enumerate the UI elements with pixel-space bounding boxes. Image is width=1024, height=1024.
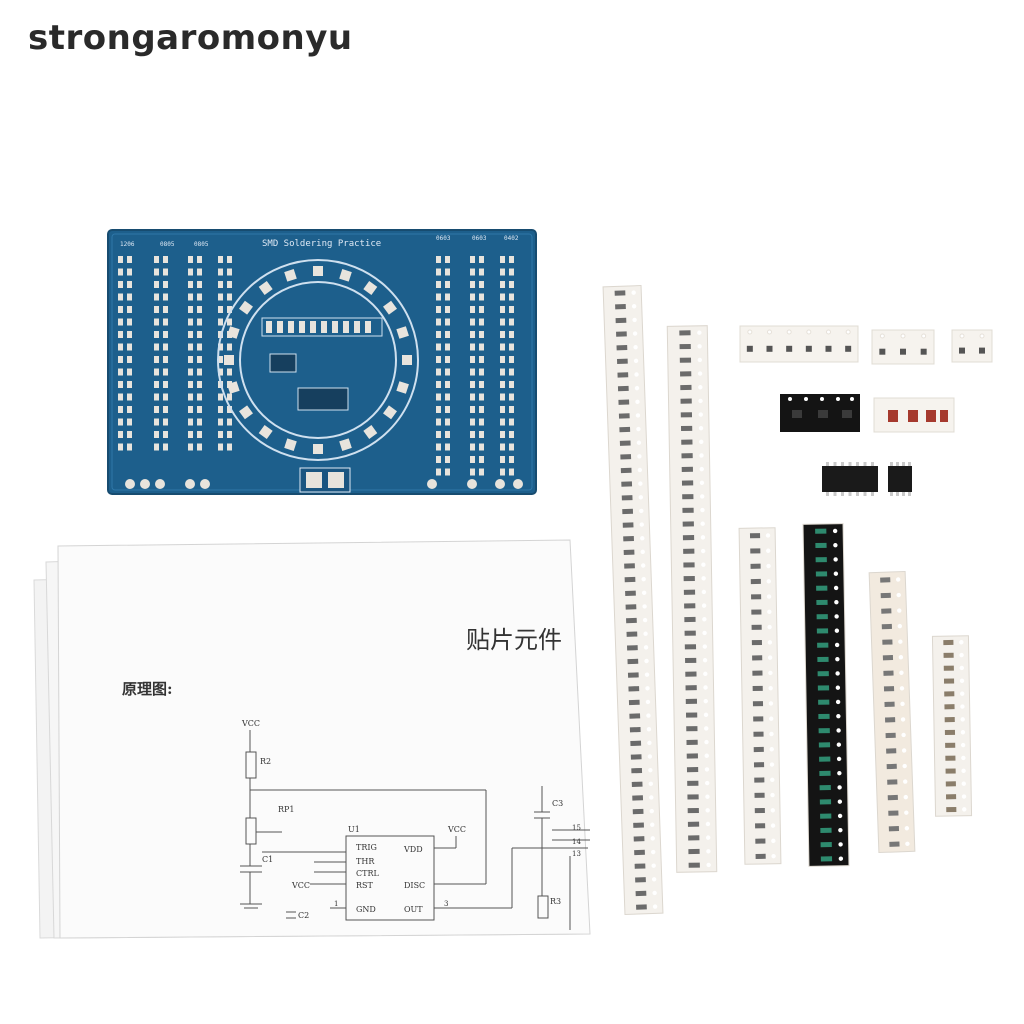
svg-text:OUT: OUT xyxy=(404,905,423,914)
pcb-bottom-pads xyxy=(125,479,523,489)
svg-text:VCC: VCC xyxy=(291,881,310,890)
svg-text:R3: R3 xyxy=(550,897,561,906)
pcb-board: SMD Soldering Practice 1206 0805 0805 06… xyxy=(107,229,537,495)
svg-text:C3: C3 xyxy=(552,799,563,808)
svg-text:14: 14 xyxy=(572,838,581,846)
svg-text:VCC: VCC xyxy=(241,719,260,728)
schematic-labels: VCC R2 RP1 C1 U1 VCC C3 C2 R3 VCC TRIG T… xyxy=(241,719,581,920)
svg-text:TRIG: TRIG xyxy=(356,843,377,852)
svg-text:1: 1 xyxy=(334,900,338,908)
svg-text:0603: 0603 xyxy=(436,235,451,242)
transistor-strip xyxy=(780,394,860,432)
svg-text:RST: RST xyxy=(356,881,374,890)
component-tapes xyxy=(602,285,993,915)
battery-connector xyxy=(299,467,351,493)
svg-text:15: 15 xyxy=(572,824,581,832)
svg-text:0805: 0805 xyxy=(194,241,209,248)
schematic-label: 原理图: xyxy=(122,680,173,698)
sheet-heading: 贴片元件 xyxy=(466,626,562,654)
svg-text:U1: U1 xyxy=(348,825,360,834)
svg-text:0603: 0603 xyxy=(472,235,487,242)
watermark-text: strongaromonyu xyxy=(28,18,353,58)
soic14-chip xyxy=(822,462,878,496)
instruction-sheets: 贴片元件 原理图: xyxy=(33,539,591,939)
svg-text:C2: C2 xyxy=(298,911,309,920)
svg-text:C1: C1 xyxy=(262,855,273,864)
svg-text:DISC: DISC xyxy=(404,881,425,890)
pcb-title: SMD Soldering Practice xyxy=(262,239,381,249)
pcb-pads xyxy=(118,256,514,476)
svg-text:CTRL: CTRL xyxy=(356,869,379,878)
center-components xyxy=(261,317,383,411)
svg-text:GND: GND xyxy=(356,905,376,914)
svg-text:0402: 0402 xyxy=(504,235,519,242)
svg-text:RP1: RP1 xyxy=(278,805,295,814)
led-ring xyxy=(217,259,419,461)
svg-text:VDD: VDD xyxy=(403,845,423,854)
svg-text:0805: 0805 xyxy=(160,241,175,248)
svg-text:R2: R2 xyxy=(260,757,271,766)
svg-text:1206: 1206 xyxy=(120,241,135,248)
svg-text:3: 3 xyxy=(444,900,448,908)
pcb-size-labels: 1206 0805 0805 0603 0603 0402 xyxy=(120,235,519,248)
svg-text:13: 13 xyxy=(572,850,581,858)
schematic xyxy=(240,730,590,930)
soic8-chip xyxy=(888,462,912,496)
diode-strip xyxy=(873,397,955,433)
svg-text:VCC: VCC xyxy=(447,825,466,834)
svg-text:THR: THR xyxy=(356,857,375,866)
